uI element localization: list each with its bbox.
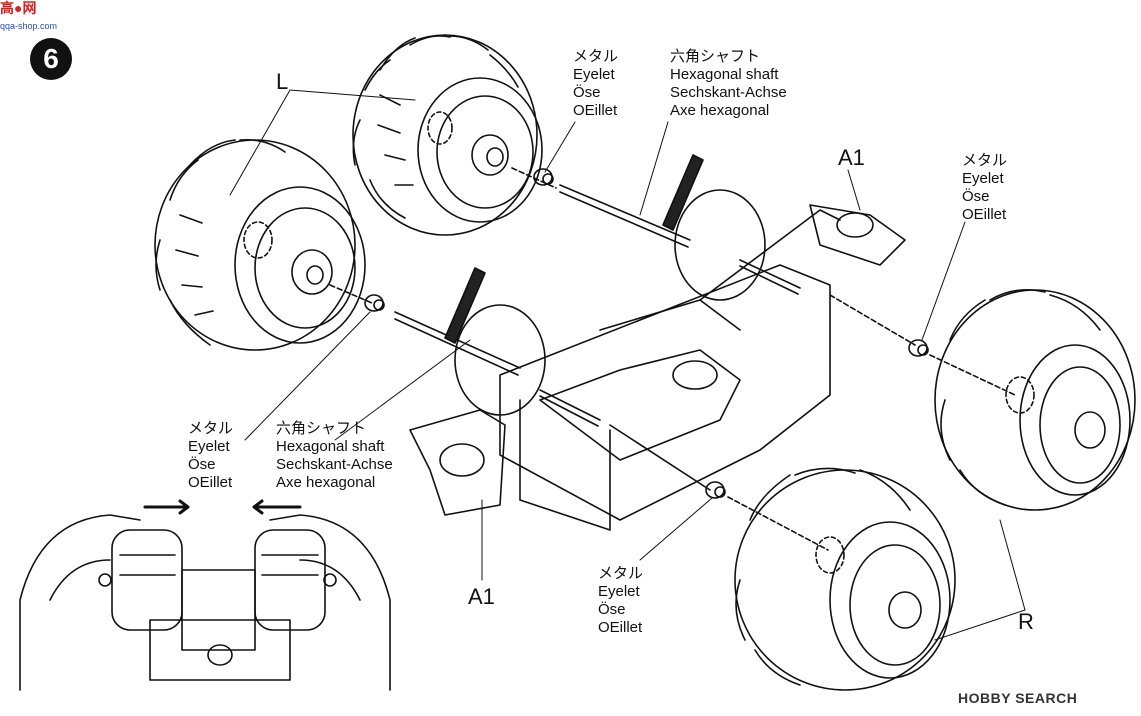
label-line: Öse <box>962 188 990 205</box>
inset-hands-illustration <box>19 499 391 691</box>
watermark-top-text: 高●网 <box>0 0 37 16</box>
leader-lines <box>229 89 1026 641</box>
watermark-top: 高●网 qqa-shop.com <box>0 0 82 34</box>
label-line: OEillet <box>598 619 643 636</box>
label-line: Sechskant-Achse <box>670 84 787 101</box>
label-line: Eyelet <box>188 438 230 455</box>
label-eyelet-left: メタル Eyelet Öse OEillet <box>188 420 233 492</box>
label-eyelet-bottom: メタル Eyelet Öse OEillet <box>598 565 643 637</box>
label-eyelet-top: メタル Eyelet Öse OEillet <box>573 48 618 120</box>
part-code-a1-bottom: A1 <box>468 584 495 609</box>
label-shaft-left: 六角シャフト Hexagonal shaft Sechskant-Achse A… <box>276 420 393 492</box>
label-line: OEillet <box>573 102 618 119</box>
eyelet-right-upper <box>908 339 929 357</box>
label-line: Hexagonal shaft <box>670 66 779 83</box>
tire-left-upper <box>352 34 543 236</box>
label-line: OEillet <box>188 474 233 491</box>
label-line: Eyelet <box>962 170 1004 187</box>
label-line: Öse <box>573 84 601 101</box>
label-line: Axe hexagonal <box>670 102 770 119</box>
step-number-badge: 6 <box>30 38 72 80</box>
label-line: Öse <box>188 456 216 473</box>
label-line: メタル <box>573 48 619 65</box>
grease-tube-lower <box>444 267 486 344</box>
label-line: Eyelet <box>598 583 640 600</box>
tire-right-lower <box>727 467 956 691</box>
part-code-l: L <box>276 69 289 94</box>
chassis <box>409 189 916 531</box>
part-code-a1-top: A1 <box>838 145 865 170</box>
eyelet-lower-left <box>364 294 385 312</box>
label-line: Hexagonal shaft <box>276 438 385 455</box>
label-eyelet-right: メタル Eyelet Öse OEillet <box>962 152 1007 224</box>
tire-right-upper <box>929 289 1136 511</box>
label-line: メタル <box>598 565 644 582</box>
label-line: Sechskant-Achse <box>276 456 393 473</box>
eyelet-right-lower <box>705 481 726 499</box>
shaft-upper <box>511 167 691 248</box>
label-line: メタル <box>962 152 1008 169</box>
label-line: メタル <box>188 420 234 437</box>
tire-left-lower <box>154 138 366 351</box>
label-line: Öse <box>598 601 626 618</box>
label-shaft-top: 六角シャフト Hexagonal shaft Sechskant-Achse A… <box>670 48 787 120</box>
grease-tube-upper <box>662 154 704 231</box>
watermark-bottom: HOBBY SEARCH <box>958 690 1078 706</box>
part-code-r: R <box>1018 609 1034 634</box>
label-line: 六角シャフト <box>276 420 367 437</box>
label-line: Eyelet <box>573 66 615 83</box>
watermark-top-sub: qqa-shop.com <box>0 21 58 31</box>
label-line: OEillet <box>962 206 1007 223</box>
label-line: Axe hexagonal <box>276 474 376 491</box>
label-line: 六角シャフト <box>670 48 761 65</box>
